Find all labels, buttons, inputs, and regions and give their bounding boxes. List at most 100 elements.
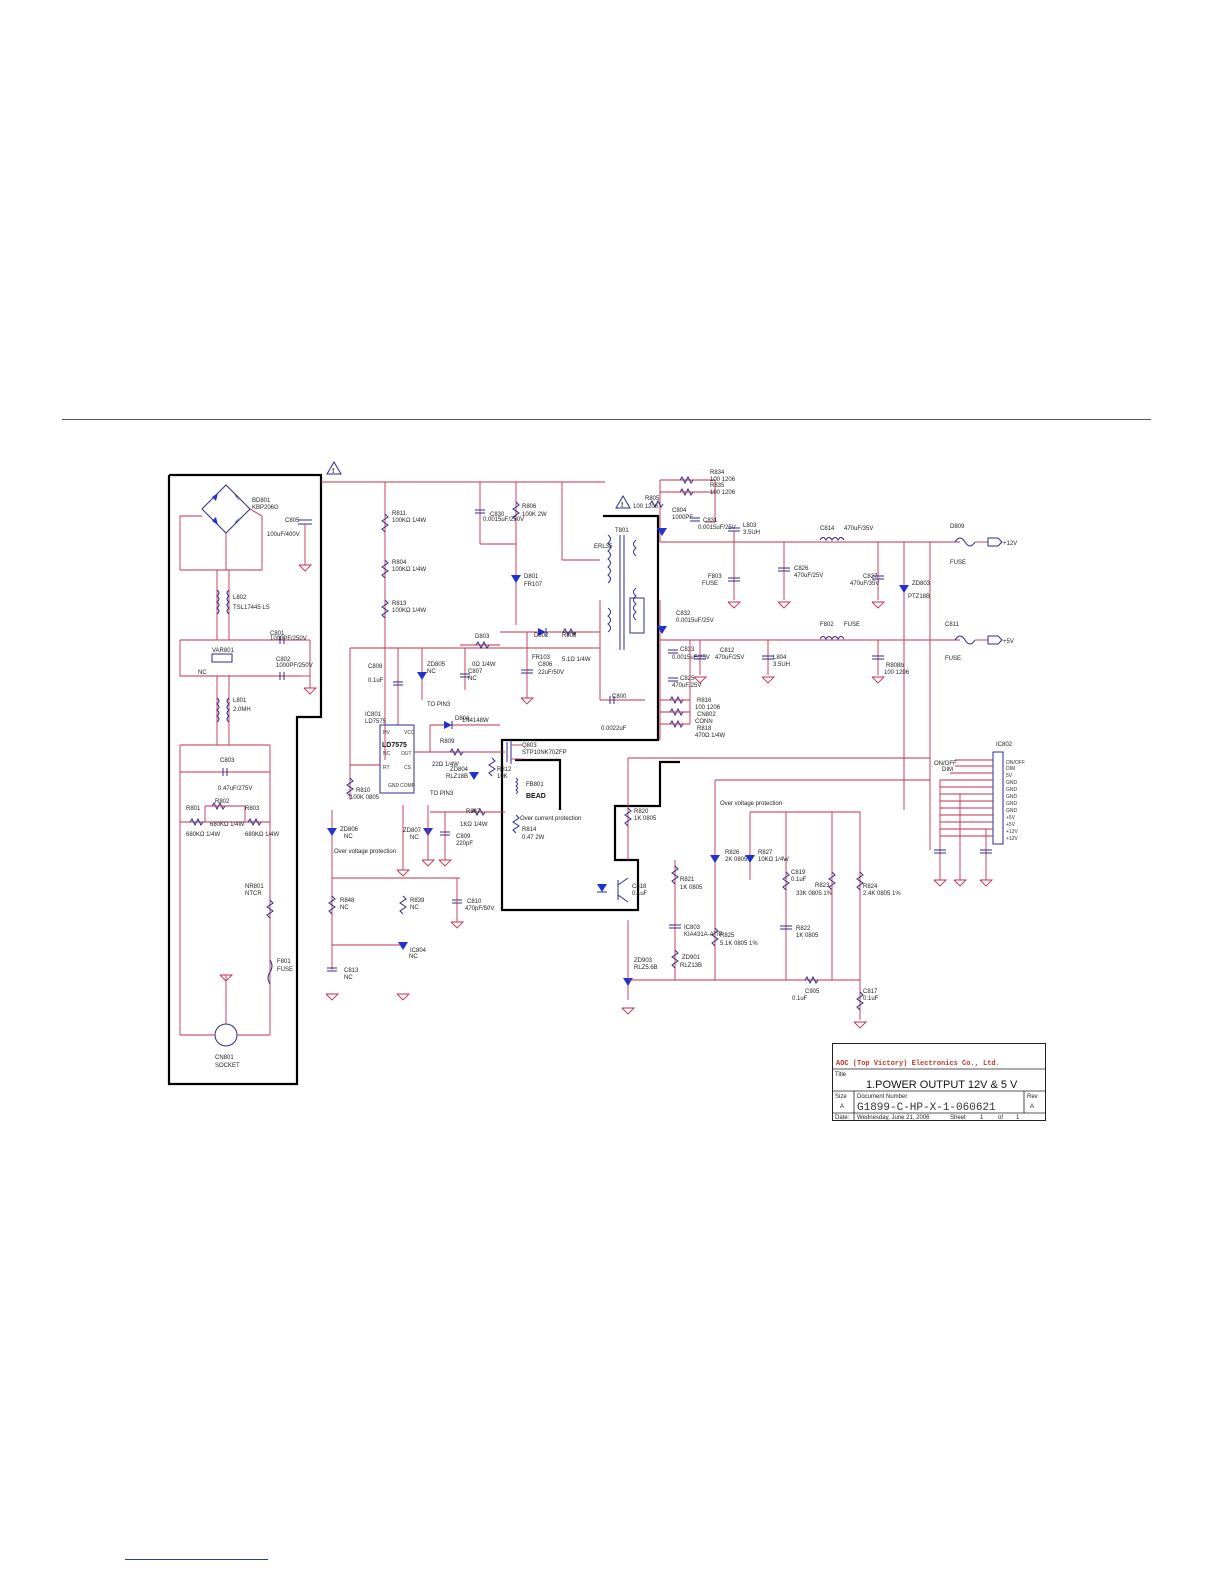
- horizontal-rule: [62, 419, 1151, 420]
- label-r848: R848: [340, 898, 355, 904]
- note-ocp: Over current protection: [520, 816, 581, 822]
- label-c813: C813: [344, 968, 359, 974]
- label-r810: R810: [356, 788, 371, 794]
- label-d801: D801: [524, 574, 539, 580]
- label-c827: C827: [863, 574, 878, 580]
- label-dim: DIM: [942, 767, 953, 773]
- label-zd806: ZD806: [340, 827, 359, 833]
- value-r821: RLZ13B: [680, 963, 702, 969]
- note-to-pin3-a: TO PIN3: [427, 702, 451, 708]
- label-c802: C802: [276, 657, 291, 663]
- label-r822: C905: [805, 989, 820, 995]
- pin-cs: CS: [404, 765, 412, 771]
- value-c818: KIA431A-AT/P: [684, 932, 723, 938]
- pin-gnd: GND: [388, 783, 400, 789]
- label-r847: R847: [466, 809, 481, 815]
- value-ic803: RLZ5.6B: [634, 965, 658, 971]
- label-f803: D809: [950, 524, 965, 530]
- value-l803: 470uF/35V: [844, 526, 873, 532]
- value-c810: 470pF/50V: [465, 906, 494, 912]
- label-c826: F803: [708, 574, 722, 580]
- cn802-pin-12: +12V: [1006, 836, 1018, 842]
- value-c805: 100uF/400V: [267, 532, 300, 538]
- output-12v-label: +12V: [1003, 541, 1017, 547]
- bridge-rectifier: [179, 484, 263, 571]
- label-r813: R813: [392, 601, 407, 607]
- label-c811: R808b: [886, 663, 904, 669]
- value-ic804: NC: [409, 954, 418, 960]
- value-var801: NC: [198, 670, 207, 676]
- label-c830: C830: [490, 512, 505, 518]
- value-c800: 0.0022uF: [601, 726, 627, 732]
- label-f801: F801: [277, 959, 291, 965]
- value-r848: NC: [340, 905, 349, 911]
- label-r814: R814: [522, 827, 537, 833]
- value-c833: 470uF/25V: [672, 683, 701, 689]
- label-c808: C808: [368, 664, 383, 670]
- value-d803: 0Ω 1/4W: [472, 662, 496, 668]
- value-zd803: PTZ18B: [908, 594, 930, 600]
- value-r802: 680KΩ 1/4W: [210, 822, 245, 828]
- value-nr801: NTCR: [245, 891, 262, 897]
- label-r834: R834: [710, 470, 725, 476]
- value-r823: 2.4K 0805 1%: [863, 891, 901, 897]
- label-var801: VAR801: [212, 648, 235, 654]
- value-r820: 1K 0805: [680, 885, 703, 891]
- value-r818: 1K 0805: [634, 816, 657, 822]
- value-r825: 33K 0805 1%: [796, 891, 833, 897]
- value-q803: STP10NK70ZFP: [522, 750, 567, 756]
- label-r816: R818: [697, 726, 712, 732]
- label-d804: D804: [455, 716, 470, 722]
- value-c802: 1000PF/250V: [276, 663, 313, 669]
- label-r826: R825: [720, 933, 735, 939]
- of-label: of: [998, 1115, 1003, 1121]
- label-zd803: ZD803: [912, 581, 931, 587]
- label-bd801: BD801: [252, 498, 271, 504]
- date-label: Date:: [835, 1115, 850, 1121]
- label-c806: C806: [538, 662, 553, 668]
- label-c831: L803: [743, 523, 757, 529]
- label-r809: R809: [440, 739, 455, 745]
- value-fb801: BEAD: [526, 793, 546, 800]
- label-r821: ZD901: [682, 955, 701, 961]
- note-ovp-right: Over voltage protection: [720, 801, 782, 807]
- value-d801: FR107: [524, 582, 543, 588]
- label-t801: T801: [615, 528, 629, 534]
- label-c814: C826: [794, 566, 809, 572]
- label-r818: R820: [634, 809, 649, 815]
- label-l802: L802: [233, 595, 247, 601]
- label-d802: D802: [534, 633, 549, 639]
- value-r810: 100K 0805: [350, 795, 380, 801]
- label-fuse-b: FUSE: [945, 656, 961, 662]
- sheet-label: Sheet: [950, 1115, 966, 1121]
- value-zd806: NC: [344, 834, 353, 840]
- value-r806: 100K 2W: [522, 512, 547, 518]
- footer-rule: [125, 1559, 268, 1560]
- cn802-pin-1: ON/OFF: [1006, 760, 1025, 766]
- label-zd807: ZD807: [403, 828, 422, 834]
- label-c804: C831: [703, 518, 718, 524]
- label-nr801: NR801: [245, 884, 264, 890]
- value-c803: 0.47uF/275V: [218, 786, 252, 792]
- value-ic801: LD7575: [365, 719, 387, 725]
- label-c832: C833: [680, 647, 695, 653]
- value-c801: 1000PF/250V: [270, 636, 307, 642]
- cn802-pin-5: GND: [1006, 787, 1018, 793]
- label-cn801: CN801: [215, 1055, 234, 1061]
- label-c818: IC803: [684, 925, 701, 931]
- value-c814: 470uF/25V: [794, 573, 823, 579]
- label-zd901: R826: [725, 850, 740, 856]
- label-fb801: FB801: [526, 782, 544, 788]
- label-r811: R811: [392, 511, 407, 517]
- value-ic802: 0.1uF: [632, 891, 648, 897]
- rev-value: A: [1030, 1104, 1034, 1110]
- pin-rt: RT: [383, 765, 390, 771]
- label-r802: R802: [215, 799, 230, 805]
- value-c808: 0.1uF: [368, 678, 384, 684]
- value-c826: FUSE: [702, 581, 718, 587]
- note-to-pin3-b: TO PIN3: [430, 791, 454, 797]
- cn802-pin-9: +5V: [1006, 815, 1016, 821]
- value-c819: 1K 0805: [796, 933, 819, 939]
- label-c819: R822: [796, 926, 811, 932]
- cn802-pin-7: GND: [1006, 801, 1018, 807]
